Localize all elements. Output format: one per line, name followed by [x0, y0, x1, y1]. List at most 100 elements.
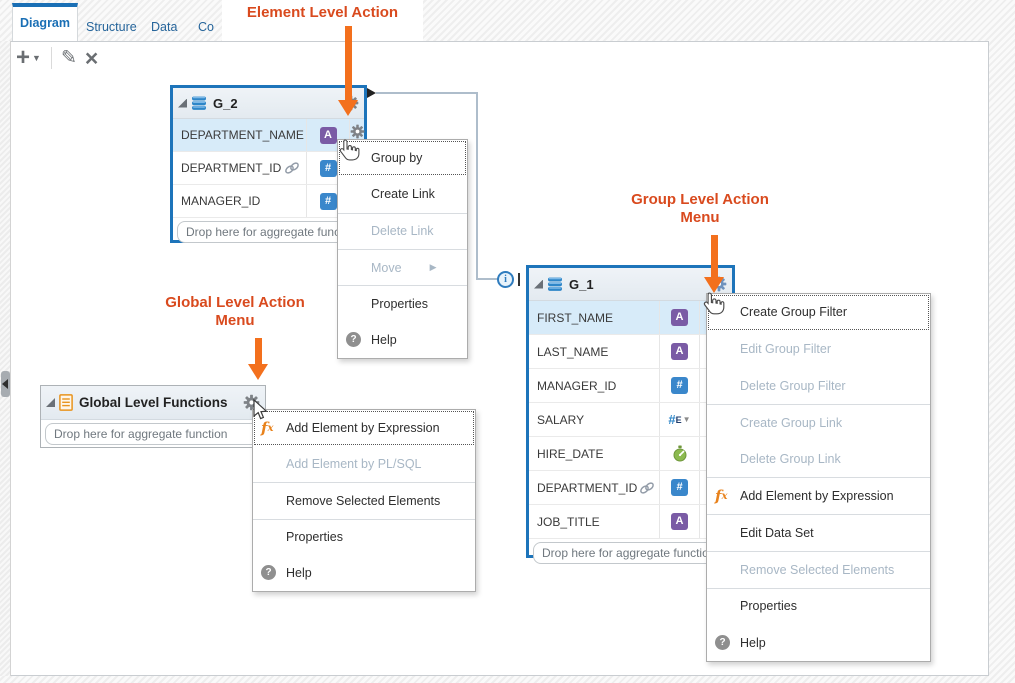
link-line-horizontal — [376, 92, 478, 94]
link-end-tick — [518, 273, 520, 286]
menu-item-help[interactable]: ?Help — [707, 624, 930, 661]
dataset-icon — [192, 96, 206, 110]
collapse-triangle-icon[interactable] — [46, 398, 55, 407]
element-row-last-name[interactable]: LAST_NAME A — [529, 335, 732, 369]
menu-item-edit-group-filter[interactable]: Edit Group Filter — [740, 342, 832, 357]
element-name: MANAGER_ID — [537, 378, 617, 393]
menu-item-delete-group-filter[interactable]: Delete Group Filter — [740, 378, 846, 393]
tab-code-clipped[interactable]: Co — [198, 20, 214, 34]
menu-item-delete-group-link[interactable]: Delete Group Link — [740, 452, 841, 467]
group-title: G_1 — [569, 276, 594, 292]
aggregate-drop-zone[interactable]: Drop here for aggregate function — [45, 423, 261, 445]
menu-item-move[interactable]: Move▶ — [338, 248, 467, 285]
element-row-hire-date[interactable]: HIRE_DATE — [529, 437, 732, 471]
text-type-icon: A — [671, 309, 688, 326]
element-row-job-title[interactable]: JOB_TITLE A — [529, 505, 732, 539]
help-icon: ? — [715, 635, 730, 651]
aggregate-drop-zone[interactable]: Drop here for aggregate function — [177, 221, 360, 243]
toolbar-divider — [50, 47, 52, 69]
element-row-manager-id[interactable]: MANAGER_ID # — [529, 369, 732, 403]
menu-item-properties[interactable]: Properties — [707, 587, 930, 625]
add-caret-icon[interactable]: ▼ — [32, 53, 41, 63]
annotation-text: Element Level Action — [246, 4, 399, 21]
annotation-global-level-label: Global Level Action Menu — [165, 294, 305, 329]
tab-data[interactable]: Data — [151, 20, 178, 34]
global-functions-header[interactable]: Global Level Functions — [41, 386, 265, 420]
link-start-arrow-icon — [367, 88, 376, 98]
hand-cursor — [337, 138, 361, 167]
edit-pencil-icon[interactable]: ✎ — [60, 47, 77, 69]
element-name: HIRE_DATE — [537, 446, 604, 461]
group-title: G_2 — [213, 95, 238, 111]
element-annotation-arrow — [345, 26, 352, 100]
annotation-group-level-label: Group Level Action Menu — [631, 191, 769, 226]
element-row-department-name[interactable]: DEPARTMENT_NAME A — [173, 119, 365, 152]
global-level-functions-box[interactable]: Global Level Functions Drop here for agg… — [40, 385, 266, 448]
number-type-icon: # — [319, 192, 337, 210]
element-name: DEPARTMENT_ID — [181, 161, 282, 175]
collapse-triangle-icon[interactable] — [534, 279, 543, 289]
arrow-cursor — [250, 398, 268, 426]
text-type-icon: A — [319, 126, 337, 144]
global-functions-title: Global Level Functions — [79, 395, 228, 410]
menu-item-delete-link[interactable]: Delete Link — [338, 212, 467, 249]
collapse-left-icon — [2, 379, 8, 389]
tab-diagram[interactable]: Diagram — [12, 3, 78, 41]
number-type-icon: # — [671, 377, 688, 394]
group-annotation-arrowhead — [704, 277, 724, 293]
collapse-panel-handle[interactable] — [1, 371, 10, 397]
text-type-icon: A — [671, 513, 688, 530]
element-name: JOB_TITLE — [537, 514, 600, 529]
element-action-menu: Group by Create Link Delete Link Move▶ P… — [337, 139, 468, 359]
menu-item-group-by[interactable]: Group by — [338, 140, 467, 176]
element-row-manager-id[interactable]: MANAGER_ID # — [173, 185, 364, 218]
menu-item-remove-selected-elements[interactable]: Remove Selected Elements — [253, 482, 475, 518]
element-row-first-name[interactable]: FIRST_NAME A — [529, 301, 732, 335]
menu-item-edit-data-set[interactable]: Edit Data Set — [707, 514, 930, 551]
functions-document-icon — [59, 394, 73, 411]
group-box-g1[interactable]: G_1 FIRST_NAME A LAST_NAME A MANAGER_ID … — [526, 265, 735, 564]
delete-x-icon[interactable]: × — [84, 44, 99, 71]
link-info-icon[interactable]: i — [497, 271, 514, 288]
menu-item-properties[interactable]: Properties — [338, 285, 467, 321]
panel-splitter[interactable] — [0, 41, 11, 676]
element-name: SALARY — [537, 412, 585, 427]
tab-structure[interactable]: Structure — [86, 20, 137, 34]
help-icon: ? — [261, 565, 276, 581]
menu-item-create-group-link[interactable]: Create Group Link — [707, 404, 930, 441]
element-row-department-id[interactable]: DEPARTMENT_ID # — [173, 152, 364, 185]
diagram-toolbar: +▼ ✎ × — [16, 44, 98, 72]
annotation-element-level-label: Element Level Action — [222, 0, 423, 41]
element-name: DEPARTMENT_NAME — [181, 128, 304, 142]
help-icon: ? — [346, 332, 361, 348]
element-row-salary[interactable]: SALARY #E▼ — [529, 403, 732, 437]
menu-item-properties[interactable]: Properties — [253, 518, 475, 555]
menu-item-help[interactable]: ?Help — [338, 321, 467, 357]
element-name: LAST_NAME — [537, 344, 609, 359]
group-g2-header[interactable]: G_2 — [173, 88, 364, 119]
element-row-department-id[interactable]: DEPARTMENT_ID # — [529, 471, 732, 505]
group-box-g2[interactable]: G_2 DEPARTMENT_NAME A DEPARTMENT_ID # MA… — [170, 85, 367, 243]
number-type-icon: # — [319, 159, 337, 177]
menu-item-create-link[interactable]: Create Link — [371, 187, 435, 202]
aggregate-drop-zone[interactable]: Drop here for aggregate function — [533, 542, 728, 564]
menu-item-add-element-by-plsql[interactable]: Add Element by PL/SQL — [286, 457, 422, 472]
tab-bar: Diagram Structure Data Co Element Level … — [0, 0, 1015, 41]
menu-item-help[interactable]: ?Help — [253, 555, 475, 591]
link-chain-icon — [285, 162, 300, 174]
aggregate-function-selector[interactable]: #E▼ — [660, 403, 700, 436]
add-icon[interactable]: + — [16, 44, 31, 71]
collapse-triangle-icon[interactable] — [178, 98, 187, 108]
menu-item-create-group-filter[interactable]: Create Group Filter — [707, 294, 930, 331]
date-type-icon — [673, 445, 686, 462]
link-chain-icon — [640, 481, 655, 494]
element-annotation-arrowhead — [338, 100, 358, 116]
link-line-vertical — [476, 92, 478, 280]
element-action-gear-icon[interactable] — [350, 119, 365, 151]
menu-item-remove-selected-elements[interactable]: Remove Selected Elements — [707, 550, 930, 588]
